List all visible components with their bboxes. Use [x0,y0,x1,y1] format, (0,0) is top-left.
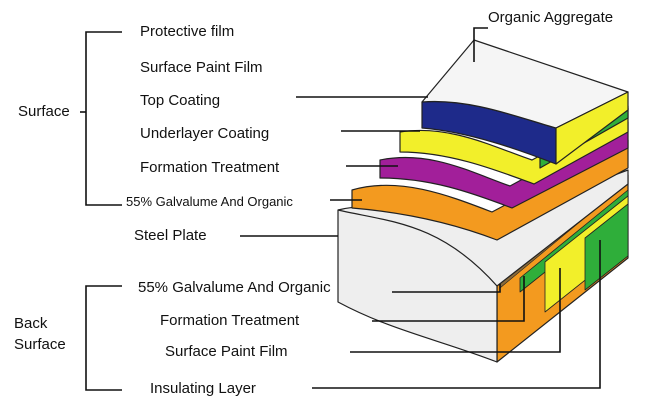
insulating-layer-label: Insulating Layer [150,380,256,397]
surface-group-label: Surface [18,103,70,120]
leader-lines [240,27,601,389]
galvalume-organic-label: 55% Galvalume And Organic [126,194,293,209]
protective-film-label: Protective film [140,23,235,40]
top-coating-label: Top Coating [140,92,221,109]
layer-stack [337,39,629,363]
organic-aggregate-label: Organic Aggregate [488,9,614,26]
formation-treatment-label: Formation Treatment [140,159,280,176]
surface-bracket [80,31,122,206]
back-surface-label-line1: Back [14,315,48,332]
surface-paint-film-label: Surface Paint Film [140,59,263,76]
back-formation-treatment-label: Formation Treatment [160,312,300,329]
back-surface-paint-film-label: Surface Paint Film [165,343,288,360]
steel-plate-label: Steel Plate [134,227,207,244]
back-surface-label-line2: Surface [14,336,66,353]
back-surface-bracket [85,285,122,391]
back-galvalume-organic-label: 55% Galvalume And Organic [138,279,331,296]
underlayer-coating-label: Underlayer Coating [140,125,270,142]
